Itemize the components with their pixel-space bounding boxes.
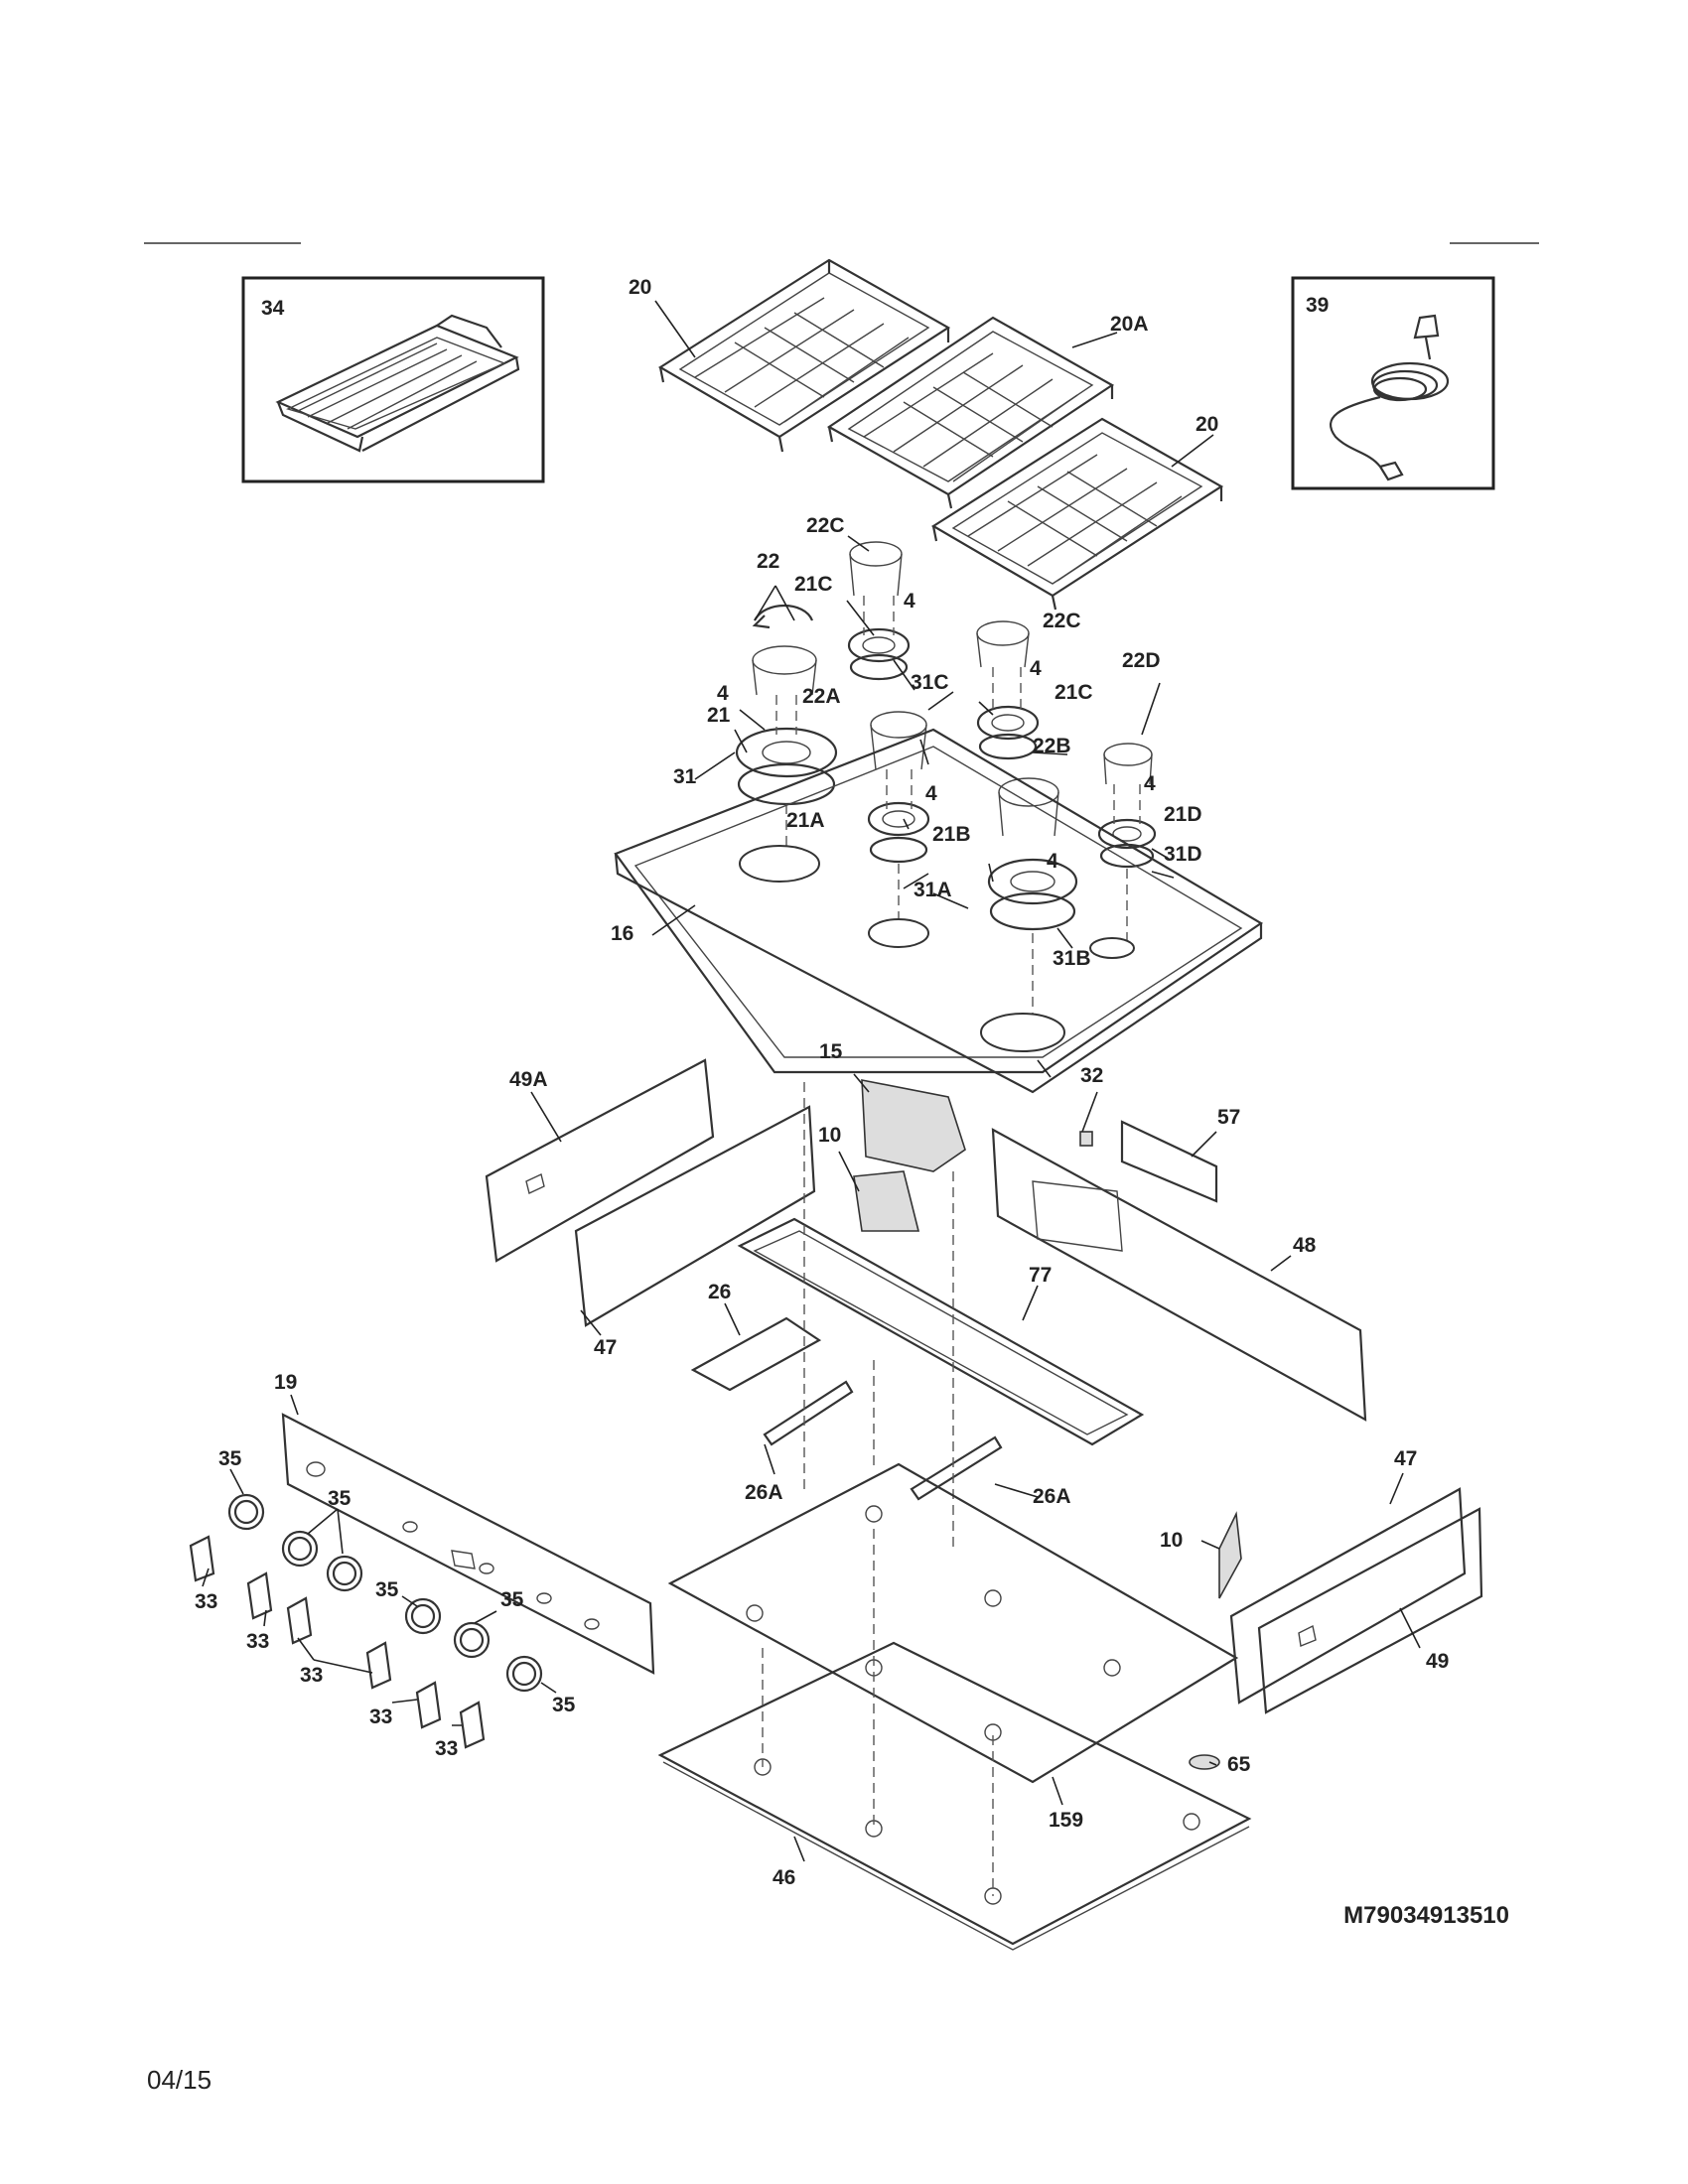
label-4-a: 4	[904, 590, 915, 613]
label-57: 57	[1217, 1106, 1240, 1129]
shield-10-lower	[1218, 1511, 1242, 1599]
leader-lines-mid	[290, 1073, 1421, 1862]
part-labels: 34 39 20 20A 20 22C 22 4 21C 22C 4 31C 2…	[195, 276, 1449, 1889]
label-47-left: 47	[594, 1336, 617, 1359]
label-32: 32	[1080, 1064, 1103, 1087]
control-panel-19	[281, 1413, 655, 1675]
label-159: 159	[1049, 1809, 1083, 1832]
label-35-b: 35	[328, 1487, 352, 1510]
alignment-lines-base	[762, 1529, 994, 1896]
panel-49	[1257, 1507, 1483, 1714]
label-35-e: 35	[552, 1694, 576, 1716]
leader-lines	[651, 300, 1214, 1078]
label-15: 15	[819, 1040, 843, 1063]
label-4-f: 4	[1047, 850, 1058, 873]
label-48: 48	[1293, 1234, 1317, 1257]
alignment-lines-mid	[803, 1082, 954, 1549]
label-10-lower: 10	[1160, 1529, 1183, 1552]
label-21c-upper: 21C	[794, 573, 833, 596]
crossmember-77	[737, 1217, 1145, 1446]
base-plate-46	[657, 1641, 1252, 1951]
panel-47-left	[574, 1105, 816, 1327]
label-4-b: 4	[1030, 657, 1042, 680]
label-31c: 31C	[911, 671, 949, 694]
label-33-d: 33	[369, 1706, 392, 1728]
label-22c-lower: 22C	[1043, 610, 1081, 632]
label-21c-lower: 21C	[1055, 681, 1093, 704]
leader-lines-knobs	[202, 1468, 557, 1726]
label-22b: 22B	[1033, 735, 1071, 757]
knobs-and-bezels	[189, 1493, 543, 1749]
label-46: 46	[773, 1866, 795, 1889]
label-65: 65	[1227, 1753, 1251, 1776]
label-19: 19	[274, 1371, 297, 1394]
label-35-c: 35	[375, 1578, 399, 1601]
label-33-c: 33	[300, 1664, 323, 1687]
label-4-c: 4	[717, 682, 729, 705]
label-22: 22	[757, 550, 779, 573]
label-4-d: 4	[1144, 772, 1156, 795]
label-4-e: 4	[925, 782, 937, 805]
label-21d: 21D	[1164, 803, 1202, 826]
label-33-b: 33	[246, 1630, 269, 1653]
shield-10-upper	[853, 1170, 920, 1232]
label-31d: 31D	[1164, 843, 1202, 866]
grate-right	[930, 417, 1224, 611]
bracket-26a-left	[763, 1380, 854, 1446]
foot-65	[1189, 1754, 1220, 1770]
label-35-d: 35	[500, 1588, 524, 1611]
label-20a: 20A	[1110, 313, 1149, 336]
label-21a: 21A	[786, 809, 825, 832]
label-16: 16	[611, 922, 633, 945]
label-21b: 21B	[932, 823, 971, 846]
panel-48	[991, 1128, 1367, 1422]
bracket-26	[690, 1316, 822, 1392]
label-21: 21	[707, 704, 731, 727]
label-26a-right: 26A	[1033, 1485, 1071, 1508]
date-code: 04/15	[147, 2065, 212, 2095]
label-20-left: 20	[629, 276, 651, 299]
label-77: 77	[1029, 1264, 1052, 1287]
bracket-57	[1120, 1120, 1218, 1203]
burner-assemblies	[735, 541, 1157, 1023]
label-33-a: 33	[195, 1590, 217, 1613]
label-31a: 31A	[914, 879, 952, 901]
label-22c-upper: 22C	[806, 514, 845, 537]
grate-center	[826, 316, 1115, 509]
label-22a: 22A	[802, 685, 841, 708]
label-26a-left: 26A	[745, 1481, 783, 1504]
label-10-upper: 10	[818, 1124, 841, 1147]
label-20-right: 20	[1196, 413, 1218, 436]
model-code: M79034913510	[1343, 1902, 1509, 1929]
label-33-e: 33	[435, 1737, 458, 1760]
panel-47-right	[1229, 1487, 1467, 1705]
bracket-15	[861, 1079, 966, 1172]
panel-49a	[485, 1058, 715, 1263]
label-49: 49	[1426, 1650, 1449, 1673]
label-47-right: 47	[1394, 1447, 1417, 1470]
label-49a: 49A	[509, 1068, 548, 1091]
label-26: 26	[708, 1281, 731, 1303]
label-31: 31	[673, 765, 697, 788]
power-cord-inset-box	[1291, 276, 1495, 490]
label-39: 39	[1306, 294, 1329, 317]
griddle-inset-box	[241, 276, 545, 483]
label-34: 34	[261, 297, 285, 320]
label-22d: 22D	[1122, 649, 1161, 672]
cooktop-main-top	[614, 728, 1264, 1094]
grate-left	[657, 258, 951, 453]
clip-32	[1079, 1131, 1093, 1147]
label-35-a: 35	[218, 1447, 242, 1470]
label-31b: 31B	[1053, 947, 1091, 970]
bracket-26a-right	[910, 1435, 1003, 1501]
